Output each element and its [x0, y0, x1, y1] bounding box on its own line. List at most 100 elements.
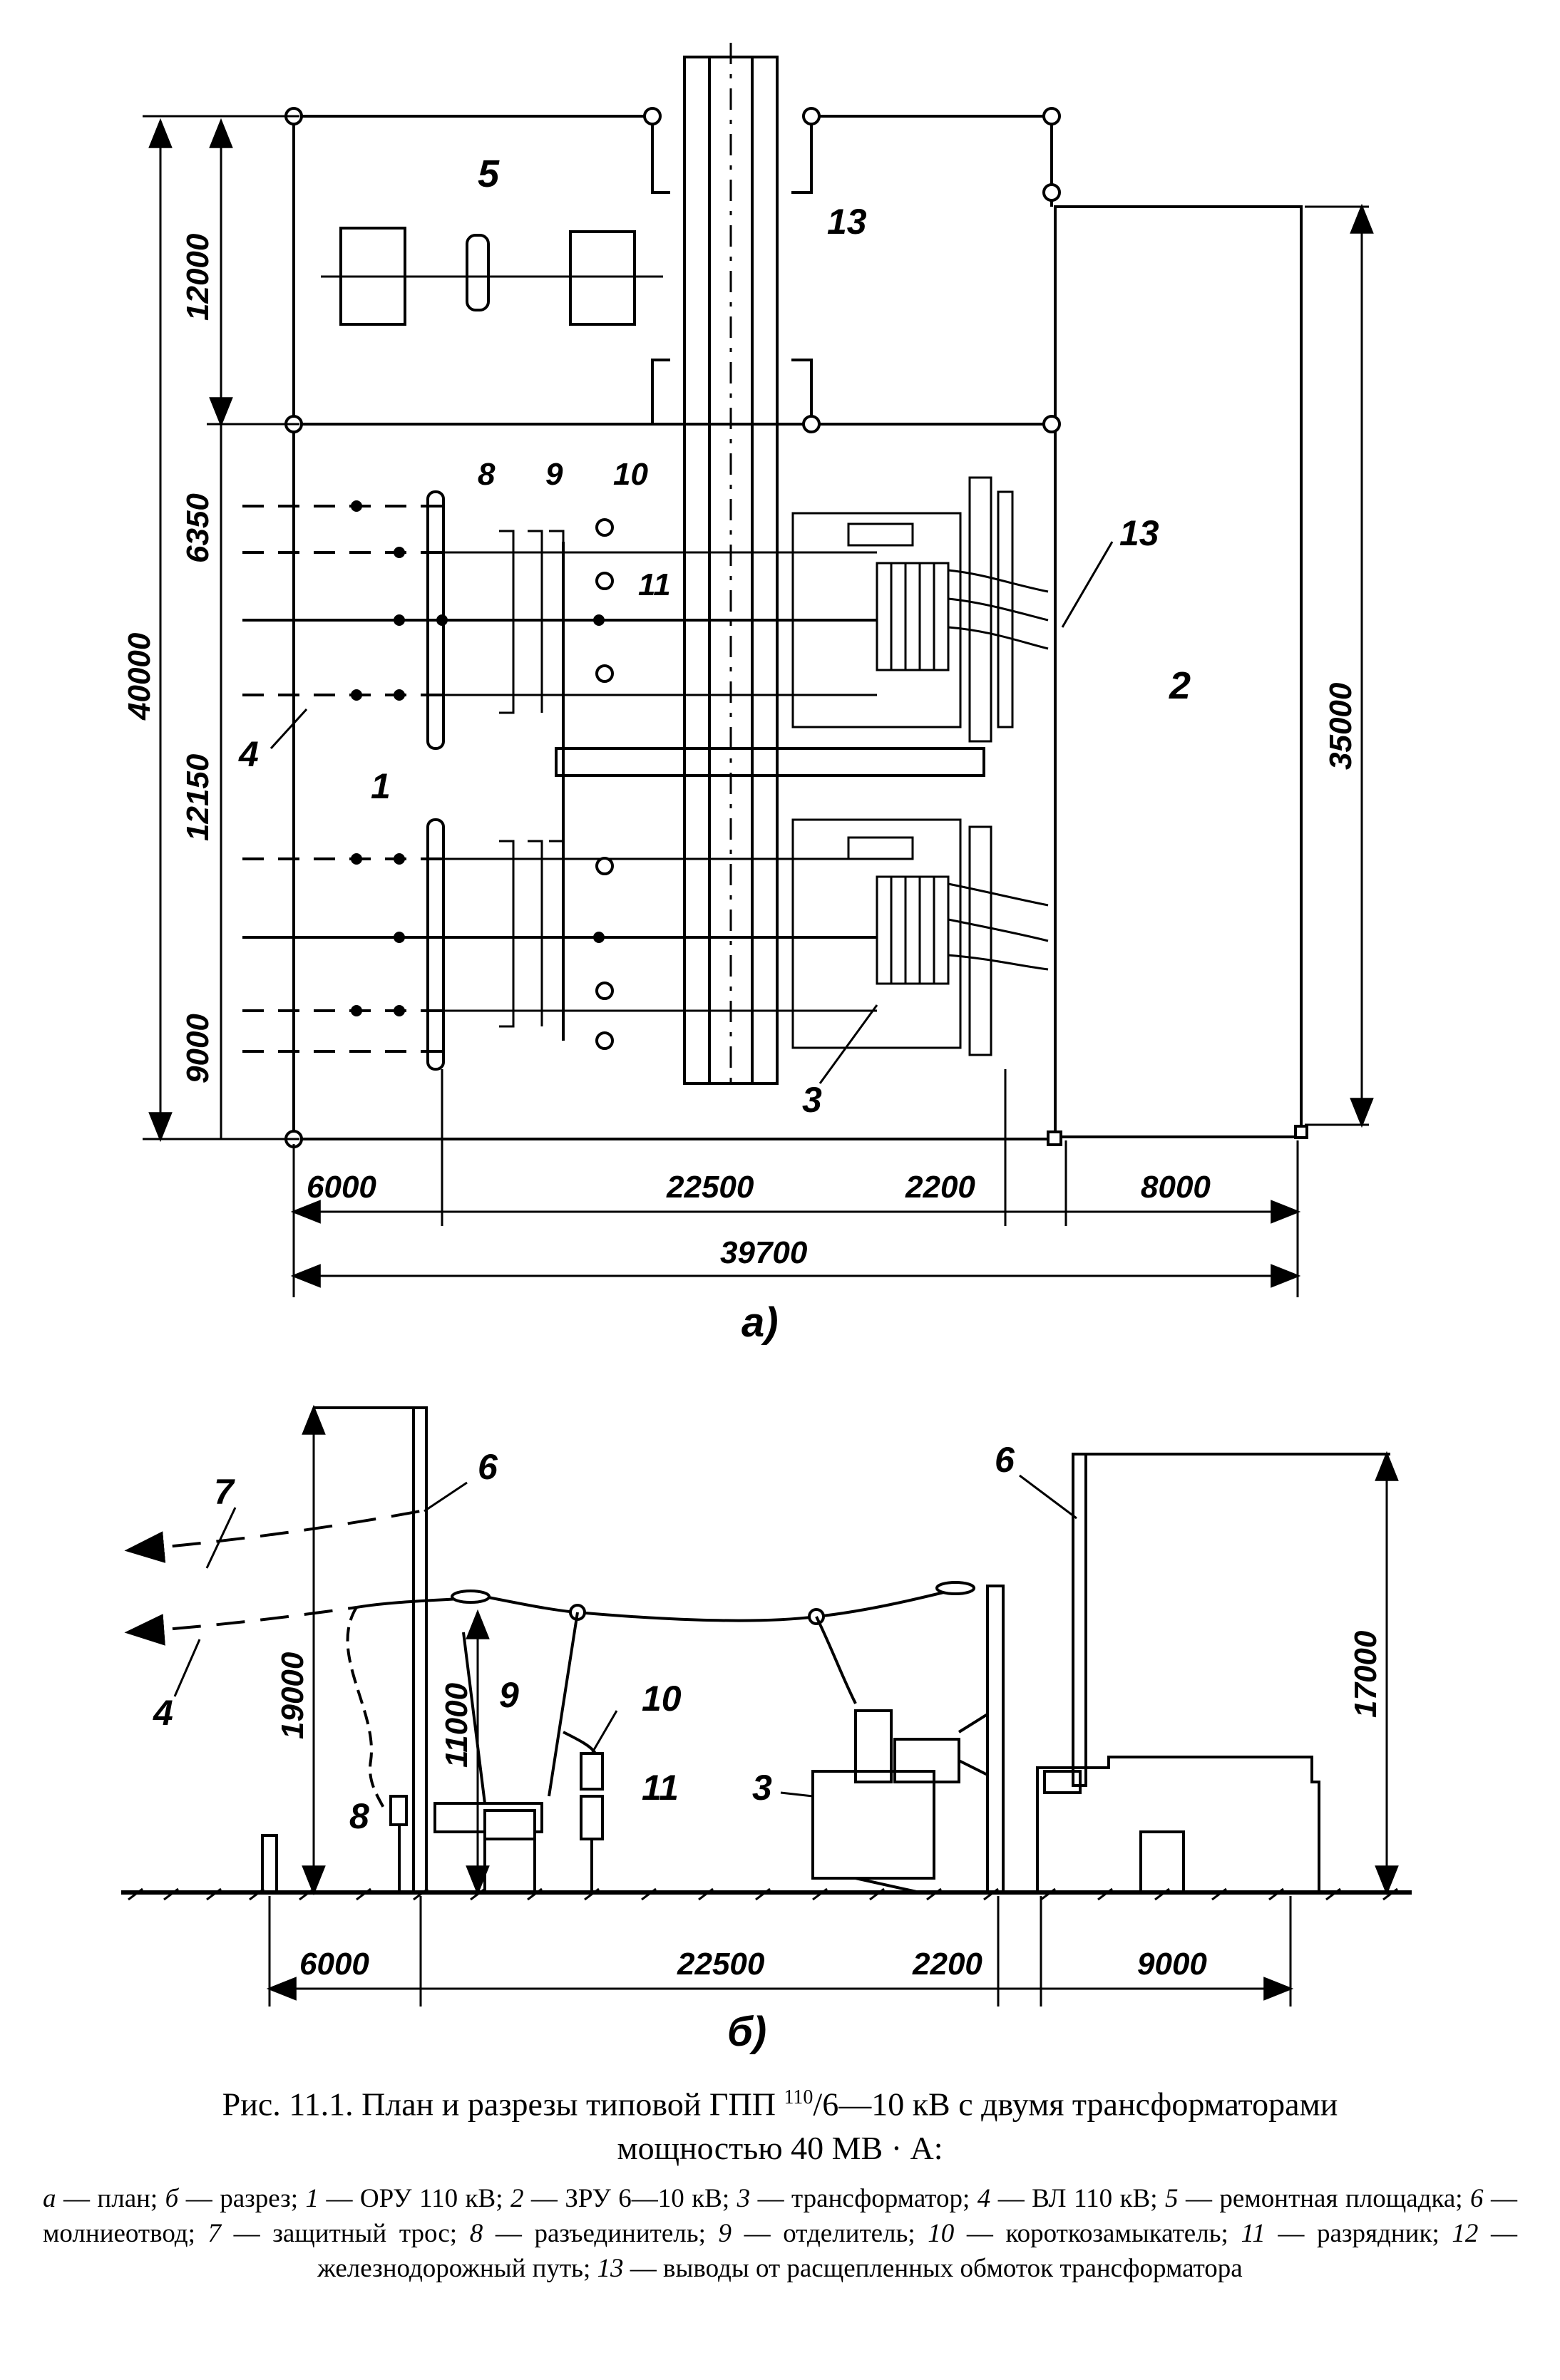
plan-callout-4: 4	[238, 734, 259, 774]
plan-dim-40000: 40000	[122, 632, 157, 721]
legend-text: — ОРУ 110 кВ;	[318, 2184, 510, 2213]
plan-dim-39700: 39700	[720, 1235, 808, 1270]
separator-structure	[462, 1612, 579, 1804]
plan-dim-12150: 12150	[180, 753, 215, 841]
plan-dim-2200: 2200	[905, 1170, 975, 1205]
plan-dimensions	[143, 115, 1374, 1297]
plan-labels: 5 13 2 13 8 9 10 11 4 1 3 6000 22500 220…	[122, 153, 1358, 1346]
section-dim-22500: 22500	[677, 1947, 765, 1982]
plan-callout-11: 11	[638, 567, 671, 602]
section-dim-11000: 11000	[439, 1682, 474, 1768]
section-subtitle: б)	[727, 2009, 766, 2055]
legend-key: 11	[1241, 2219, 1266, 2248]
disconnector-lower	[426, 818, 445, 1071]
legend-text: — отделитель;	[732, 2219, 928, 2248]
plan-callout-5: 5	[478, 153, 500, 195]
figure-caption: Рис. 11.1. План и разрезы типовой ГПП 11…	[43, 2076, 1517, 2170]
separator-lower	[499, 840, 565, 1028]
section-dim-2200: 2200	[912, 1947, 982, 1982]
legend-key: 12	[1452, 2219, 1479, 2248]
plan-callout-9: 9	[545, 457, 563, 492]
section-dim-9000: 9000	[1137, 1947, 1207, 1982]
section-callout-7: 7	[214, 1472, 235, 1512]
overhead-line-110kv	[124, 1606, 357, 1646]
site-boundary	[292, 115, 1055, 1140]
plan-callout-1: 1	[371, 766, 391, 806]
overhead-lines-lower	[242, 857, 877, 1053]
section-dim-19000: 19000	[275, 1652, 310, 1739]
transformer-upper	[876, 562, 950, 671]
section-callout-9: 9	[499, 1675, 519, 1715]
plan-dim-35000: 35000	[1323, 682, 1358, 770]
plan-callout-13: 13	[1119, 513, 1159, 553]
legend-key: 1	[305, 2184, 319, 2213]
legend-text: — разъединитель;	[483, 2219, 719, 2248]
legend-key: б	[165, 2184, 179, 2213]
section-labels: 6 7 4 9 10 8 11 3 6 6000 22500 2200 9000…	[153, 1440, 1383, 2055]
arrester-section	[580, 1795, 604, 1840]
repair-equipment-3	[569, 230, 636, 326]
plan-callout-2: 2	[1169, 664, 1191, 707]
legend-key: 2	[510, 2184, 524, 2213]
section-callout-10: 10	[642, 1679, 682, 1719]
legend-key: 13	[597, 2254, 624, 2283]
section-dimensions	[266, 1404, 1399, 2006]
repair-area-outline	[651, 359, 813, 424]
plan-callout-10: 10	[613, 457, 648, 492]
winding-outlets-upper	[948, 569, 1049, 650]
legend-text: — молниеотвод;	[43, 2184, 1517, 2248]
legend-text: — выводы от расщепленных обмоток трансфо…	[623, 2254, 1243, 2283]
section-dim-17000: 17000	[1348, 1630, 1383, 1718]
section-callout-3: 3	[752, 1768, 772, 1808]
separator-upper	[499, 530, 565, 714]
plan-callout-12: 13	[827, 202, 867, 242]
zru-building	[1054, 205, 1303, 1138]
repair-equipment-2	[466, 234, 490, 311]
plan-dim-6350: 6350	[180, 493, 215, 563]
overhead-lines-upper	[242, 505, 877, 696]
legend-key: 9	[718, 2219, 732, 2248]
legend-key: 6	[1470, 2184, 1484, 2213]
caption-title-line2: мощностью 40 МВ · А:	[617, 2130, 943, 2167]
legend-text: — план;	[56, 2184, 165, 2213]
plan-dim-12000: 12000	[180, 233, 215, 321]
section-callout-6-right: 6	[995, 1440, 1015, 1480]
legend-text: — разрез;	[178, 2184, 306, 2213]
section-callout-4: 4	[153, 1693, 173, 1733]
fence-posts	[284, 107, 1308, 1148]
section-callout-6-left: 6	[478, 1447, 498, 1487]
railway-track	[683, 43, 779, 1091]
shield-wire	[124, 1510, 421, 1563]
legend-key: 5	[1165, 2184, 1179, 2213]
plan-dim-8000: 8000	[1141, 1170, 1211, 1205]
plan-callout-8: 8	[478, 457, 496, 492]
plan-callout-3: 3	[802, 1080, 822, 1120]
legend-text: — железнодорожный путь;	[317, 2219, 1517, 2283]
legend-key: 8	[469, 2219, 483, 2248]
caption-title-suffix: /6—10 кВ с двумя трансформаторами	[813, 2086, 1338, 2123]
plan-dim-9000: 9000	[180, 1014, 215, 1083]
short-circuiters	[595, 518, 614, 1050]
zru-section	[1036, 1756, 1320, 1892]
lightning-rod-right	[1072, 1453, 1087, 1787]
winding-outlets-lower	[948, 882, 1049, 971]
legend-text: — ВЛ 110 кВ;	[990, 2184, 1165, 2213]
legend-key: 10	[928, 2219, 955, 2248]
legend-key: а	[43, 2184, 56, 2213]
section-dim-6000: 6000	[299, 1947, 369, 1982]
section-callout-8: 8	[349, 1796, 369, 1836]
plan-dim-6000: 6000	[307, 1170, 376, 1205]
legend-text: — ЗРУ 6—10 кВ;	[523, 2184, 737, 2213]
caption-title-prefix: Рис. 11.1. План и разрезы типовой ГПП	[222, 2086, 784, 2123]
disconnector-drop	[346, 1606, 386, 1811]
transformer-section	[811, 1770, 935, 1880]
legend-text: — защитный трос;	[220, 2219, 470, 2248]
short-circuiter-section	[580, 1752, 604, 1791]
plan-view	[242, 43, 1308, 1148]
plan-dim-22500: 22500	[666, 1170, 754, 1205]
transformer-area-lower	[791, 818, 962, 1049]
legend-key: 7	[207, 2219, 221, 2248]
transformer-lower	[876, 875, 950, 985]
legend-key: 3	[737, 2184, 751, 2213]
